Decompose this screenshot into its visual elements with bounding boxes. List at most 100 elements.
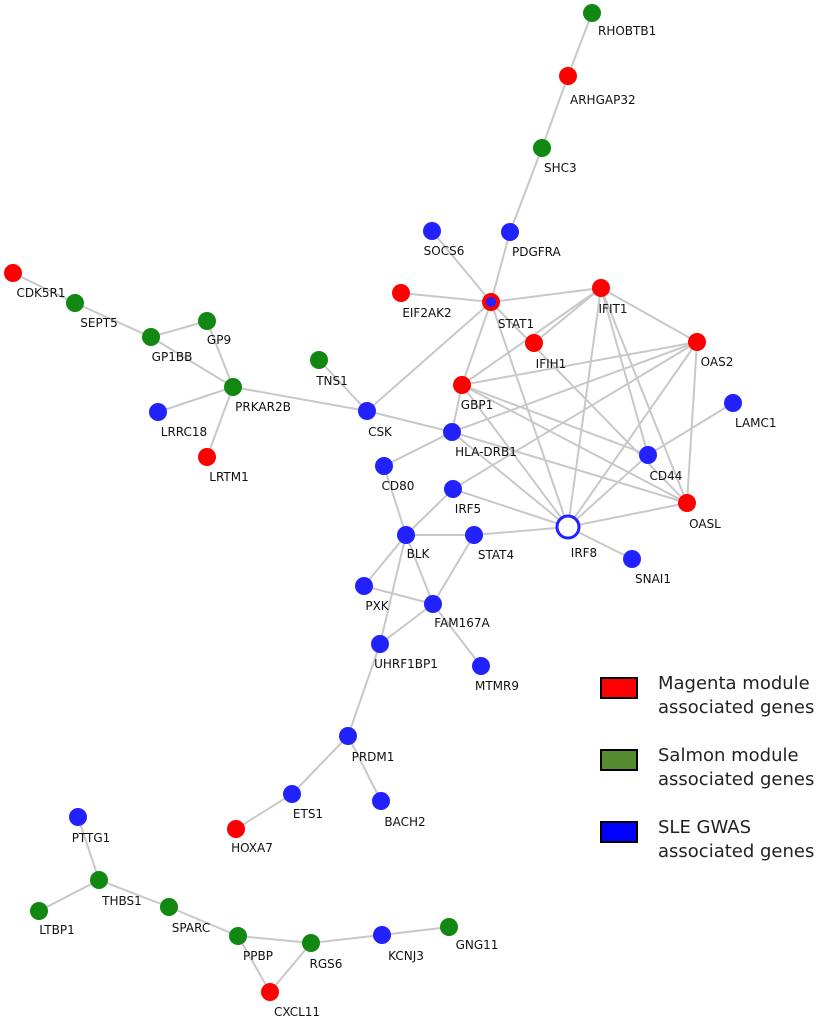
edge-rhobtb1-arhgap32 [567,12,593,77]
node-circle-oasl [678,494,696,512]
node-label-mtmr9: MTMR9 [475,679,519,693]
node-label-stat4: STAT4 [478,548,514,562]
node-label-pdgfra: PDGFRA [512,245,562,259]
legend-item-salmon: Salmon module associated genes [598,744,824,816]
edge-thbs1-sparc [98,879,170,908]
edge-uhrf1bp1-prdm1 [347,643,381,737]
legend-item-sle: SLE GWAS associated genes [598,816,824,888]
edge-hla-drb1-oasl [451,431,688,504]
edge-kcnj3-gng11 [381,926,450,936]
node-stat1: STAT1 [482,293,534,331]
node-circle-ppbp [229,927,247,945]
node-label-hoxa7: HOXA7 [231,841,273,855]
node-sept5: SEPT5 [66,294,118,330]
edge-gbp1-oasl [461,384,688,504]
edge-hla-drb1-cd80 [383,431,453,467]
node-kcnj3: KCNJ3 [373,926,424,963]
edge-gbp1-cd44 [461,384,649,456]
node-label-cd44: CD44 [650,469,683,483]
node-circle-pttg1 [69,808,87,826]
node-circle-sept5 [66,294,84,312]
node-circle-prdm1 [339,727,357,745]
node-cdk5r1: CDK5R1 [4,264,66,300]
edge-rgs6-kcnj3 [310,934,383,944]
legend-swatch-magenta [600,677,638,699]
node-circle-pxk [355,577,373,595]
node-circle-arhgap32 [559,67,577,85]
node-label-snai1: SNAI1 [635,572,671,586]
node-label-ifit1: IFIT1 [599,302,628,316]
legend-swatch-sle [600,821,638,843]
edge-ppbp-rgs6 [237,935,312,944]
edge-oasl-irf8 [567,502,688,528]
edge-ifit1-cd44 [600,287,649,456]
node-sparc: SPARC [160,898,210,935]
legend-item-magenta: Magenta module associated genes [598,672,824,744]
edge-cd80-blk [383,465,407,536]
node-circle-rhobtb1 [583,4,601,22]
node-circle-oas2 [688,333,706,351]
node-label-prkar2b: PRKAR2B [235,400,291,414]
edge-shc3-pdgfra [509,147,543,233]
edge-socs6-stat1 [431,230,492,303]
node-circle-cxcl11 [261,983,279,1001]
node-cd80: CD80 [375,457,414,493]
node-circle-irf5 [444,480,462,498]
legend-label-sle-line1: SLE GWAS [658,817,752,838]
node-label-bach2: BACH2 [384,815,425,829]
edge-oas2-irf8 [567,341,698,528]
node-circle-mtmr9 [472,657,490,675]
node-circle-cd80 [375,457,393,475]
edge-eif2ak2-stat1 [400,292,492,303]
legend-label-magenta-line2: associated genes [658,697,815,718]
node-circle-cd44 [639,446,657,464]
edge-ets1-hoxa7 [235,793,293,830]
node-circle-blk [397,526,415,544]
node-mtmr9: MTMR9 [472,657,519,693]
node-label-eif2ak2: EIF2AK2 [402,306,451,320]
node-label-rhobtb1: RHOBTB1 [598,24,656,38]
edge-pxk-fam167a [363,585,434,605]
node-circle-gp9 [198,312,216,330]
node-label-blk: BLK [407,547,431,561]
node-circle-ltbp1 [30,902,48,920]
node-socs6: SOCS6 [423,222,464,258]
edge-arhgap32-shc3 [541,75,569,149]
node-circle-snai1 [623,550,641,568]
edge-stat1-gbp1 [461,301,492,386]
node-circle-gp1bb [142,328,160,346]
node-circle-shc3 [533,139,551,157]
node-pttg1: PTTG1 [69,808,110,845]
node-label-kcnj3: KCNJ3 [388,949,424,963]
edge-stat1-ifit1 [490,287,602,303]
node-label-ltbp1: LTBP1 [39,923,74,937]
node-circle-thbs1 [90,871,108,889]
node-lamc1: LAMC1 [724,394,777,430]
edge-blk-uhrf1bp1 [379,534,407,645]
edge-stat1-irf8 [490,301,569,528]
edge-gp1bb-prkar2b [150,336,234,388]
node-uhrf1bp1: UHRF1BP1 [371,635,438,671]
node-label-irf5: IRF5 [455,502,481,516]
node-gng11: GNG11 [440,918,498,952]
node-circle-pdgfra [501,223,519,241]
node-gbp1: GBP1 [453,376,493,412]
node-label-socs6: SOCS6 [424,244,465,258]
edge-cd44-irf8 [567,454,649,528]
node-circle-ifit1 [592,279,610,297]
node-ets1: ETS1 [283,785,323,821]
node-label-lrrc18: LRRC18 [161,425,207,439]
edge-oas2-gbp1 [461,341,698,386]
node-circle-lamc1 [724,394,742,412]
edge-csk-prkar2b [232,386,368,412]
node-circle-socs6 [423,222,441,240]
legend: Magenta module associated genes Salmon m… [598,672,824,888]
edge-cd44-lamc1 [647,402,734,456]
node-prkar2b: PRKAR2B [224,378,291,414]
legend-swatch-salmon [600,749,638,771]
edge-cdk5r1-sept5 [12,272,76,304]
node-rhobtb1: RHOBTB1 [583,4,656,38]
node-blk: BLK [397,526,431,561]
node-eif2ak2: EIF2AK2 [392,284,452,320]
